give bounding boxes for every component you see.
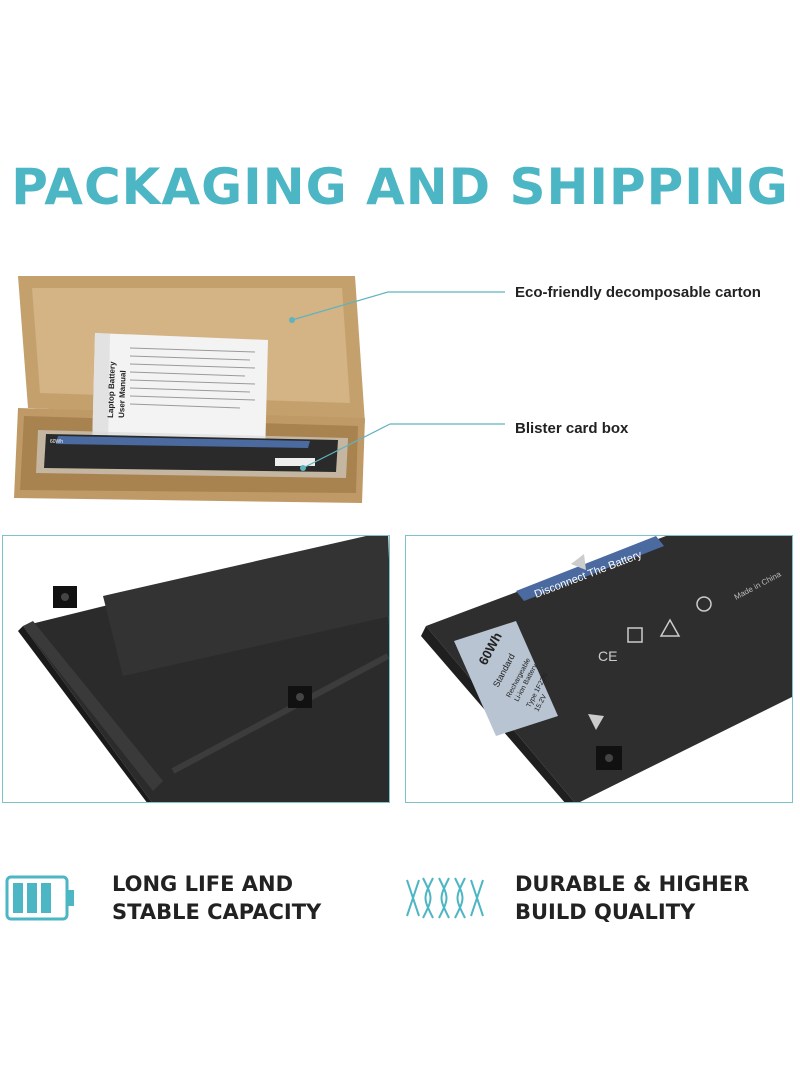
battery-icon <box>5 875 74 921</box>
callout-blister: Blister card box <box>515 420 629 437</box>
feature-long-life-line1: LONG LIFE AND <box>112 872 294 896</box>
manual-title: Laptop Battery <box>106 361 117 418</box>
feature-long-life: LONG LIFE AND STABLE CAPACITY <box>5 868 321 928</box>
battery-back-photo <box>2 535 390 803</box>
feature-durable-line1: DURABLE & HIGHER <box>515 872 750 896</box>
manual-subtitle: User Manual <box>117 370 128 418</box>
recycle-mark-icon <box>627 627 643 643</box>
battery-label-photo: Disconnect The Battery 60Wh Standard Rec… <box>405 535 793 803</box>
feature-long-life-text: LONG LIFE AND STABLE CAPACITY <box>112 870 321 926</box>
feature-durable-text: DURABLE & HIGHER BUILD QUALITY <box>515 870 749 926</box>
feature-long-life-line2: STABLE CAPACITY <box>112 900 322 924</box>
packaged-battery-capacity: 60Wh <box>50 439 63 445</box>
page-title: PACKAGING AND SHIPPING <box>11 158 789 216</box>
warning-triangle-icon <box>659 618 681 637</box>
ce-mark-icon: CE <box>598 648 617 664</box>
packaging-photo: Laptop Battery User Manual 60Wh <box>10 268 370 513</box>
feature-durable-line2: BUILD QUALITY <box>515 900 696 924</box>
certification-mark-icon <box>696 596 712 612</box>
feature-durable: DURABLE & HIGHER BUILD QUALITY <box>403 868 749 928</box>
twisted-wire-icon <box>406 877 484 919</box>
callout-carton: Eco-friendly decomposable carton <box>515 284 761 301</box>
